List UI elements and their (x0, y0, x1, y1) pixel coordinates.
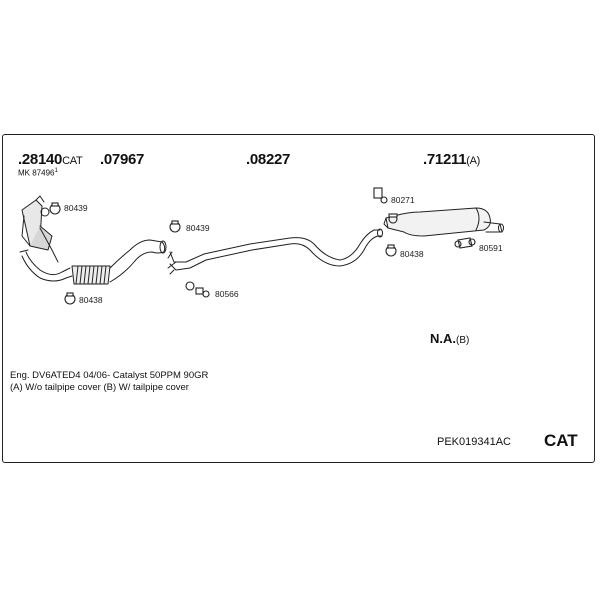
hardware-label: 80591 (479, 243, 503, 253)
hanger-icon (373, 187, 388, 204)
part-number-catalyst: .28140CAT (18, 151, 83, 168)
rear-silencer-drawing (383, 207, 504, 237)
part-number-rear-silencer: .71211(A) (423, 152, 480, 167)
clamp-icon (169, 220, 181, 233)
part-number-text: .07967 (100, 151, 145, 168)
part-suffix: CAT (62, 155, 83, 167)
engine-note: Eng. DV6ATED4 04/06- Catalyst 50PPM 90GR (10, 370, 209, 381)
hardware-label: 80271 (391, 195, 415, 205)
part-suffix: (A) (466, 155, 481, 167)
approval-superscript: 1 (54, 168, 58, 174)
approval-text: MK 87496 (18, 168, 55, 178)
middle-pipe-drawing (167, 228, 383, 275)
hardware-label: 80439 (64, 203, 88, 213)
hardware-label: 80439 (186, 223, 210, 233)
part-number-flex-pipe: .07967 (100, 152, 144, 167)
hardware-label: 80566 (215, 289, 239, 299)
kit-code: PEK019341AC (437, 436, 511, 448)
catalytic-converter-drawing (19, 195, 73, 282)
part-number-text: .28140 (18, 151, 63, 168)
cover-note: (A) W/o tailpipe cover (B) W/ tailpipe c… (10, 382, 189, 393)
part-number-text: .08227 (246, 151, 291, 168)
not-available-label: N.A.(B) (430, 332, 469, 346)
part-number-middle-pipe: .08227 (246, 152, 290, 167)
hardware-label: 80438 (79, 295, 103, 305)
cat-label: CAT (544, 431, 578, 450)
hardware-label: 80438 (400, 249, 424, 259)
clamp-icon (388, 213, 398, 224)
part-approval-mark: MK 874961 (18, 168, 58, 178)
hanger-icon (185, 281, 210, 298)
diagram-frame (2, 134, 595, 463)
clamp-icon (49, 202, 61, 215)
na-text: N.A. (430, 331, 456, 346)
na-suffix: (B) (456, 335, 470, 346)
flex-pipe-drawing (71, 239, 167, 285)
part-number-text: .71211 (423, 151, 467, 168)
clamp-icon (385, 244, 397, 257)
hanger-icon (454, 237, 476, 249)
clamp-icon (64, 292, 76, 305)
